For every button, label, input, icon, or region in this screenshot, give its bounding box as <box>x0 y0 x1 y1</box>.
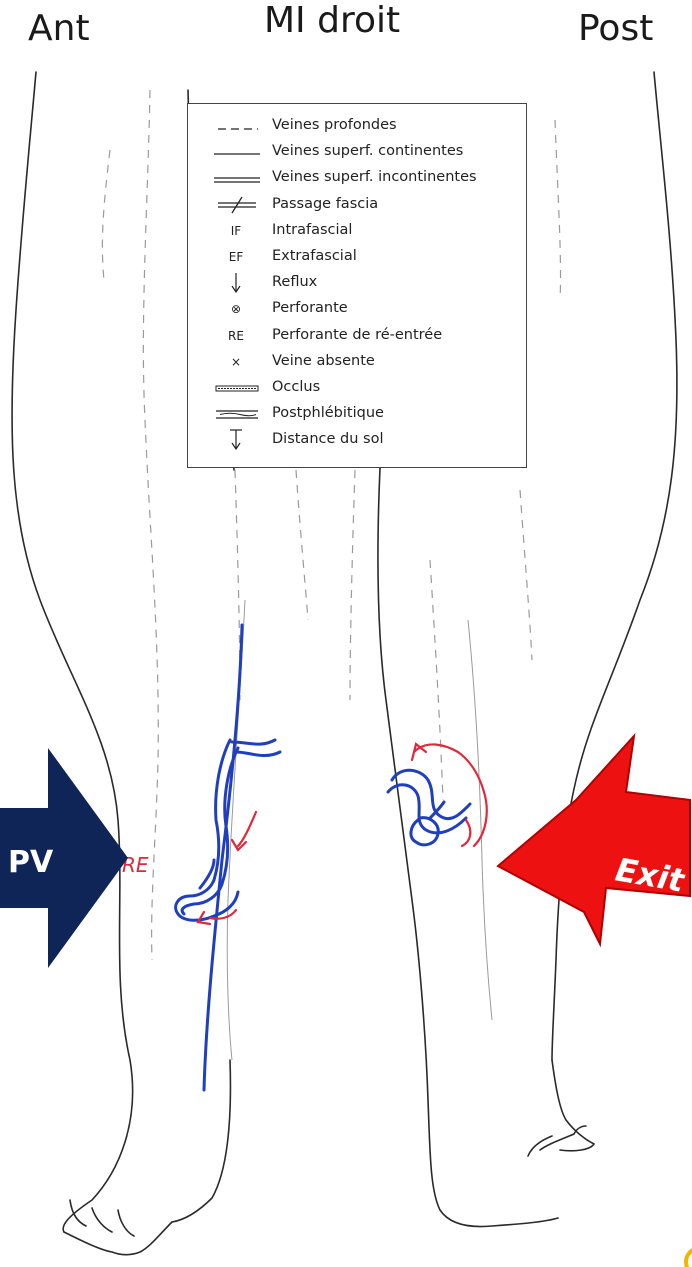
left-arrow-label: PV <box>8 845 54 880</box>
legend-symbol-postphlebitic-line <box>210 402 262 424</box>
legend-label: Extrafascial <box>272 245 357 267</box>
legend-item: EF Extrafascial <box>188 245 526 267</box>
red-reflux-markings <box>198 744 487 924</box>
legend-item: Veines superf. continentes <box>188 140 526 162</box>
legend-label: Passage fascia <box>272 193 378 215</box>
legend-label: Perforante de ré-entrée <box>272 324 442 346</box>
legend-label: Reflux <box>272 271 317 293</box>
legend-item: Distance du sol <box>188 428 526 450</box>
legend-label: Veines superf. continentes <box>272 140 463 162</box>
legend-symbol-double-line <box>210 166 262 188</box>
legend-symbol-ground-arrow <box>210 428 262 450</box>
legend-symbol-text: RE <box>210 324 262 346</box>
legend-symbol-down-arrow <box>210 271 262 293</box>
legend-item: ⊗ Perforante <box>188 297 526 319</box>
legend-label: Intrafascial <box>272 219 352 241</box>
legend-item: Postphlébitique <box>188 402 526 424</box>
legend-item: Veines profondes <box>188 114 526 136</box>
legend-item: Veines superf. incontinentes <box>188 166 526 188</box>
left-arrow-pv: PV <box>0 748 128 968</box>
right-arrow-exit: Exit <box>498 736 690 944</box>
legend-label: Occlus <box>272 376 320 398</box>
legend-symbol-text: IF <box>210 219 262 241</box>
legend-label: Distance du sol <box>272 428 383 450</box>
legend-item: Passage fascia <box>188 193 526 215</box>
blue-veins-anterior <box>176 625 470 1090</box>
legend-symbol-occluded-line <box>210 376 262 398</box>
legend-symbol-fascia-crossing <box>210 193 262 215</box>
legend-label: Perforante <box>272 297 348 319</box>
legend-symbol-text: ⊗ <box>210 297 262 319</box>
legend-symbol-dashed-line <box>210 114 262 136</box>
legend-symbol-text: × <box>210 350 262 372</box>
legend-label: Veines profondes <box>272 114 397 136</box>
legend-symbol-single-line <box>210 140 262 162</box>
legend-label: Veines superf. incontinentes <box>272 166 477 188</box>
legend-item: Reflux <box>188 271 526 293</box>
corner-mark <box>686 1248 692 1267</box>
legend-symbol-text: EF <box>210 245 262 267</box>
legend-item: IF Intrafascial <box>188 219 526 241</box>
legend-label: Veine absente <box>272 350 375 372</box>
legend-label: Postphlébitique <box>272 402 384 424</box>
legend-item: × Veine absente <box>188 350 526 372</box>
legend-item: RE Perforante de ré-entrée <box>188 324 526 346</box>
legend-item: Occlus <box>188 376 526 398</box>
